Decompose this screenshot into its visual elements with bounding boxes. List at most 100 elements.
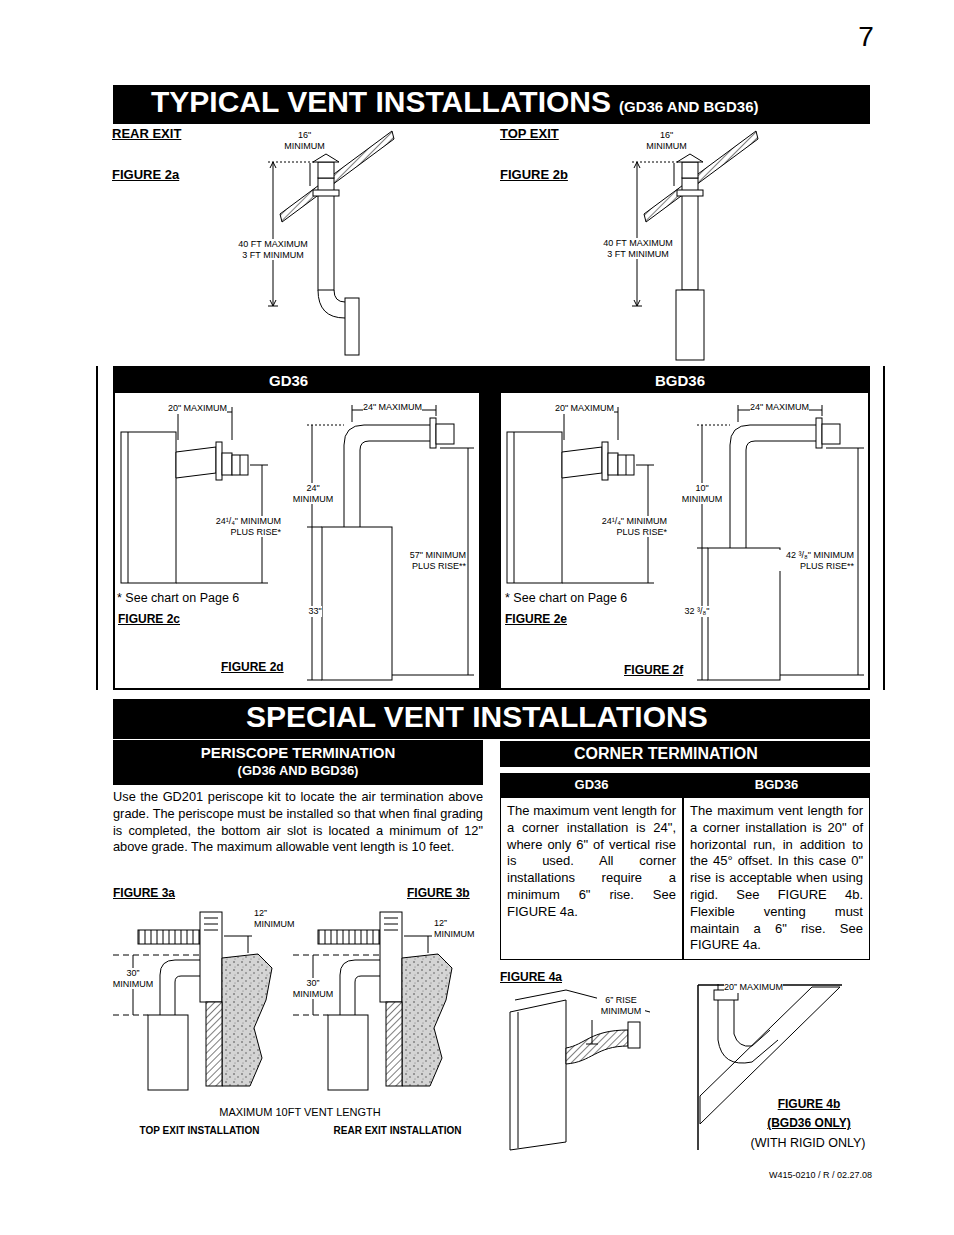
note: MAXIMUM 10FT VENT LENGTH: [219, 1106, 381, 1119]
node-text: The maximum vent length for a corner ins…: [690, 803, 863, 954]
label-box: MAXIMUM 10FT VENT LENGTH: [180, 1102, 420, 1120]
dimension-label: 42 ³/₈" MINIMUM PLUS RISE**: [770, 550, 854, 571]
corner-flex-figure: [510, 990, 650, 1150]
label-box: 10" MINIMUM: [679, 483, 725, 506]
node-text: GD36: [115, 368, 479, 393]
corner-flex-figure-part: [592, 1020, 593, 1044]
figure-heading: FIGURE 2a: [112, 167, 179, 182]
dimension-label: 12” MINIMUM: [254, 908, 304, 929]
label-box: 24" MAXIMUM: [350, 396, 435, 414]
roof-vent-figure-part: [268, 162, 316, 163]
corner-flex-figure-part: [566, 1030, 628, 1064]
dimension-label: 24¹/₄" MINIMUM PLUS RISE*: [197, 516, 281, 537]
top-exit-side-figure-bgd-part: [822, 424, 840, 444]
corner-flex-figure-part: [628, 1022, 640, 1048]
label-box: 20” MAXIMUM: [724, 976, 799, 994]
label-box: REAR EXIT: [112, 124, 232, 142]
rear-exit-unit: [318, 290, 359, 355]
dimension-label: 32 ³/₈": [685, 606, 710, 617]
periscope-figure-part: [206, 1002, 222, 1086]
rear-exit-side-figure-part: [176, 583, 268, 584]
dimension-label: 20" MAXIMUM: [168, 403, 227, 414]
dimension-label: 24¹/₄" MINIMUM PLUS RISE*: [583, 516, 667, 537]
label-box: 30” MINIMUM: [108, 968, 158, 991]
label-box: FIGURE 3b: [407, 883, 487, 901]
label-box: W415-0210 / R / 02.27.08: [740, 1164, 872, 1182]
top-exit-side-figure-part: [392, 675, 474, 676]
table-cell: The maximum vent length for a corner ins…: [500, 797, 683, 960]
figure-label: (BGD36 ONLY): [767, 1116, 851, 1130]
label-box: FIGURE 4b: [745, 1094, 873, 1112]
top-exit-unit-part: [676, 290, 704, 360]
top-exit-side-figure-bgd-part: [738, 405, 739, 422]
rear-exit-unit-part: [345, 298, 359, 355]
dimension-label: 24" MAXIMUM: [750, 402, 809, 413]
label-box: 24¹/₄" MINIMUM PLUS RISE*: [197, 516, 281, 539]
label-box: FIGURE 4a: [500, 967, 610, 985]
top-exit-side-figure-bgd-part: [780, 675, 864, 676]
node-text: The maximum vent length for a corner ins…: [507, 803, 676, 921]
top-exit-side-figure-part: [307, 680, 322, 681]
dimension-label: 40 FT MAXIMUM 3 FT MINIMUM: [236, 239, 310, 260]
label-box: 24" MINIMUM: [290, 483, 336, 506]
figure-heading: TOP EXIT: [500, 126, 559, 141]
label-box: 33": [300, 600, 330, 618]
rear-exit-side-figure-part: [240, 455, 241, 475]
roof-vent-figure-part: [280, 131, 394, 222]
dimension-label: 20" MAXIMUM: [555, 403, 614, 414]
rear-exit-side-figure-part: [222, 453, 232, 475]
model-panel: BGD36: [499, 366, 870, 690]
top-exit-side-figure-bgd-part: [697, 548, 708, 549]
table-cell: The maximum vent length for a corner ins…: [683, 797, 870, 960]
rear-exit-side-figure-part: [232, 407, 233, 440]
periscope-figure-part: [138, 930, 200, 944]
top-exit-side-figure-part: [352, 405, 353, 422]
periscope-figure-part: [113, 1015, 148, 1016]
dimension-label: 16" MINIMUM: [644, 130, 689, 151]
figure-heading: REAR EXIT: [112, 126, 181, 141]
rear-exit-side-figure-part: [250, 465, 268, 466]
label-box: 6” RISE MINIMUM: [597, 995, 645, 1018]
rear-exit-side-figure-part: [216, 442, 222, 480]
corner-flex-figure-part: [510, 1000, 566, 1150]
periscope-figure-part: [113, 955, 200, 956]
label-box: TOP EXIT: [500, 124, 620, 142]
label-box: FIGURE 2a: [112, 165, 232, 183]
page-margin-lines: [97, 366, 884, 690]
page-number: 7: [858, 20, 874, 53]
node-text: PERISCOPE TERMINATION: [113, 744, 483, 762]
label-box: FIGURE 3a: [113, 883, 213, 901]
label-box: FIGURE 2f: [624, 660, 704, 678]
label-box: 20" MAXIMUM: [542, 397, 627, 415]
model-panel: GD36: [113, 366, 481, 690]
periscope-figure-part: [204, 930, 218, 931]
page-margin-lines-part: [883, 366, 885, 690]
periscope-figure-part: [160, 960, 200, 1015]
node-text: BGD36: [755, 777, 798, 792]
roof-vent-figure-part: [313, 190, 339, 196]
roof-vent-figure-part: [310, 163, 311, 186]
rear-exit-side-figure-part: [232, 455, 248, 475]
top-exit-side-figure-part: [468, 448, 469, 675]
label-box: * See chart on Page 6: [505, 588, 675, 606]
dimension-label: 57" MINIMUM PLUS RISE**: [396, 550, 466, 571]
figure-heading: FIGURE 2b: [500, 167, 568, 182]
label-box: (BGD36 ONLY): [745, 1113, 873, 1131]
label-box: 24¹/₄" MINIMUM PLUS RISE*: [583, 516, 667, 539]
label-box: 30” MINIMUM: [288, 978, 338, 1001]
top-exit-side-figure-bgd-part: [816, 418, 822, 448]
top-exit-side-figure-bgd-part: [730, 425, 816, 548]
label-box: TOP EXIT INSTALLATION: [112, 1120, 287, 1138]
figure-label: FIGURE 4a: [500, 970, 562, 984]
label-box: FIGURE 2c: [118, 609, 228, 627]
dimension-label: 16" MINIMUM: [282, 130, 327, 151]
top-exit-side-figure-bgd-part: [858, 448, 859, 675]
top-exit-side-figure-part: [307, 425, 344, 426]
label-box: 40 FT MAXIMUM 3 FT MINIMUM: [236, 239, 310, 262]
label-box: (WITH RIGID ONLY): [738, 1133, 878, 1151]
caption-label: REAR EXIT INSTALLATION: [334, 1125, 462, 1137]
figure-label: FIGURE 2f: [624, 663, 683, 677]
figure-label: FIGURE 3a: [113, 886, 175, 900]
dimension-label: 20” MAXIMUM: [724, 982, 783, 993]
node-text: (GD36 AND BGD36): [619, 98, 758, 115]
